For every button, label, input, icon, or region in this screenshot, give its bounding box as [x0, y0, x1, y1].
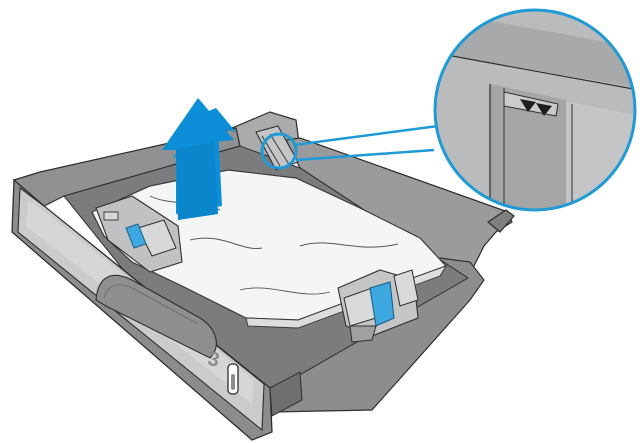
paper-crease-4 — [239, 287, 331, 295]
fill-limit-triangle-icon-2 — [536, 103, 552, 116]
left-paper-guide — [95, 195, 183, 273]
paper-crease-2 — [299, 242, 399, 248]
callout-zoom-circle — [433, 8, 637, 212]
fill-limit-triangle-icon — [520, 99, 536, 112]
tray-number-label: 3 — [206, 348, 222, 372]
paper-stack-edge — [245, 265, 448, 329]
tray-handle[interactable] — [95, 274, 217, 359]
callout-source-circle — [260, 132, 298, 170]
paper-crease-1 — [189, 237, 263, 250]
left-guide-latch[interactable] — [125, 223, 147, 249]
front-paper-guide — [337, 269, 419, 343]
tray-front-panel: 3 — [11, 178, 303, 441]
magnifier-callout-icon — [260, 8, 637, 212]
callout-zoom-view — [435, 10, 635, 210]
arrow-up-icon — [162, 98, 236, 220]
tray-right-hinge — [486, 209, 515, 233]
front-guide-latch[interactable] — [369, 281, 395, 327]
